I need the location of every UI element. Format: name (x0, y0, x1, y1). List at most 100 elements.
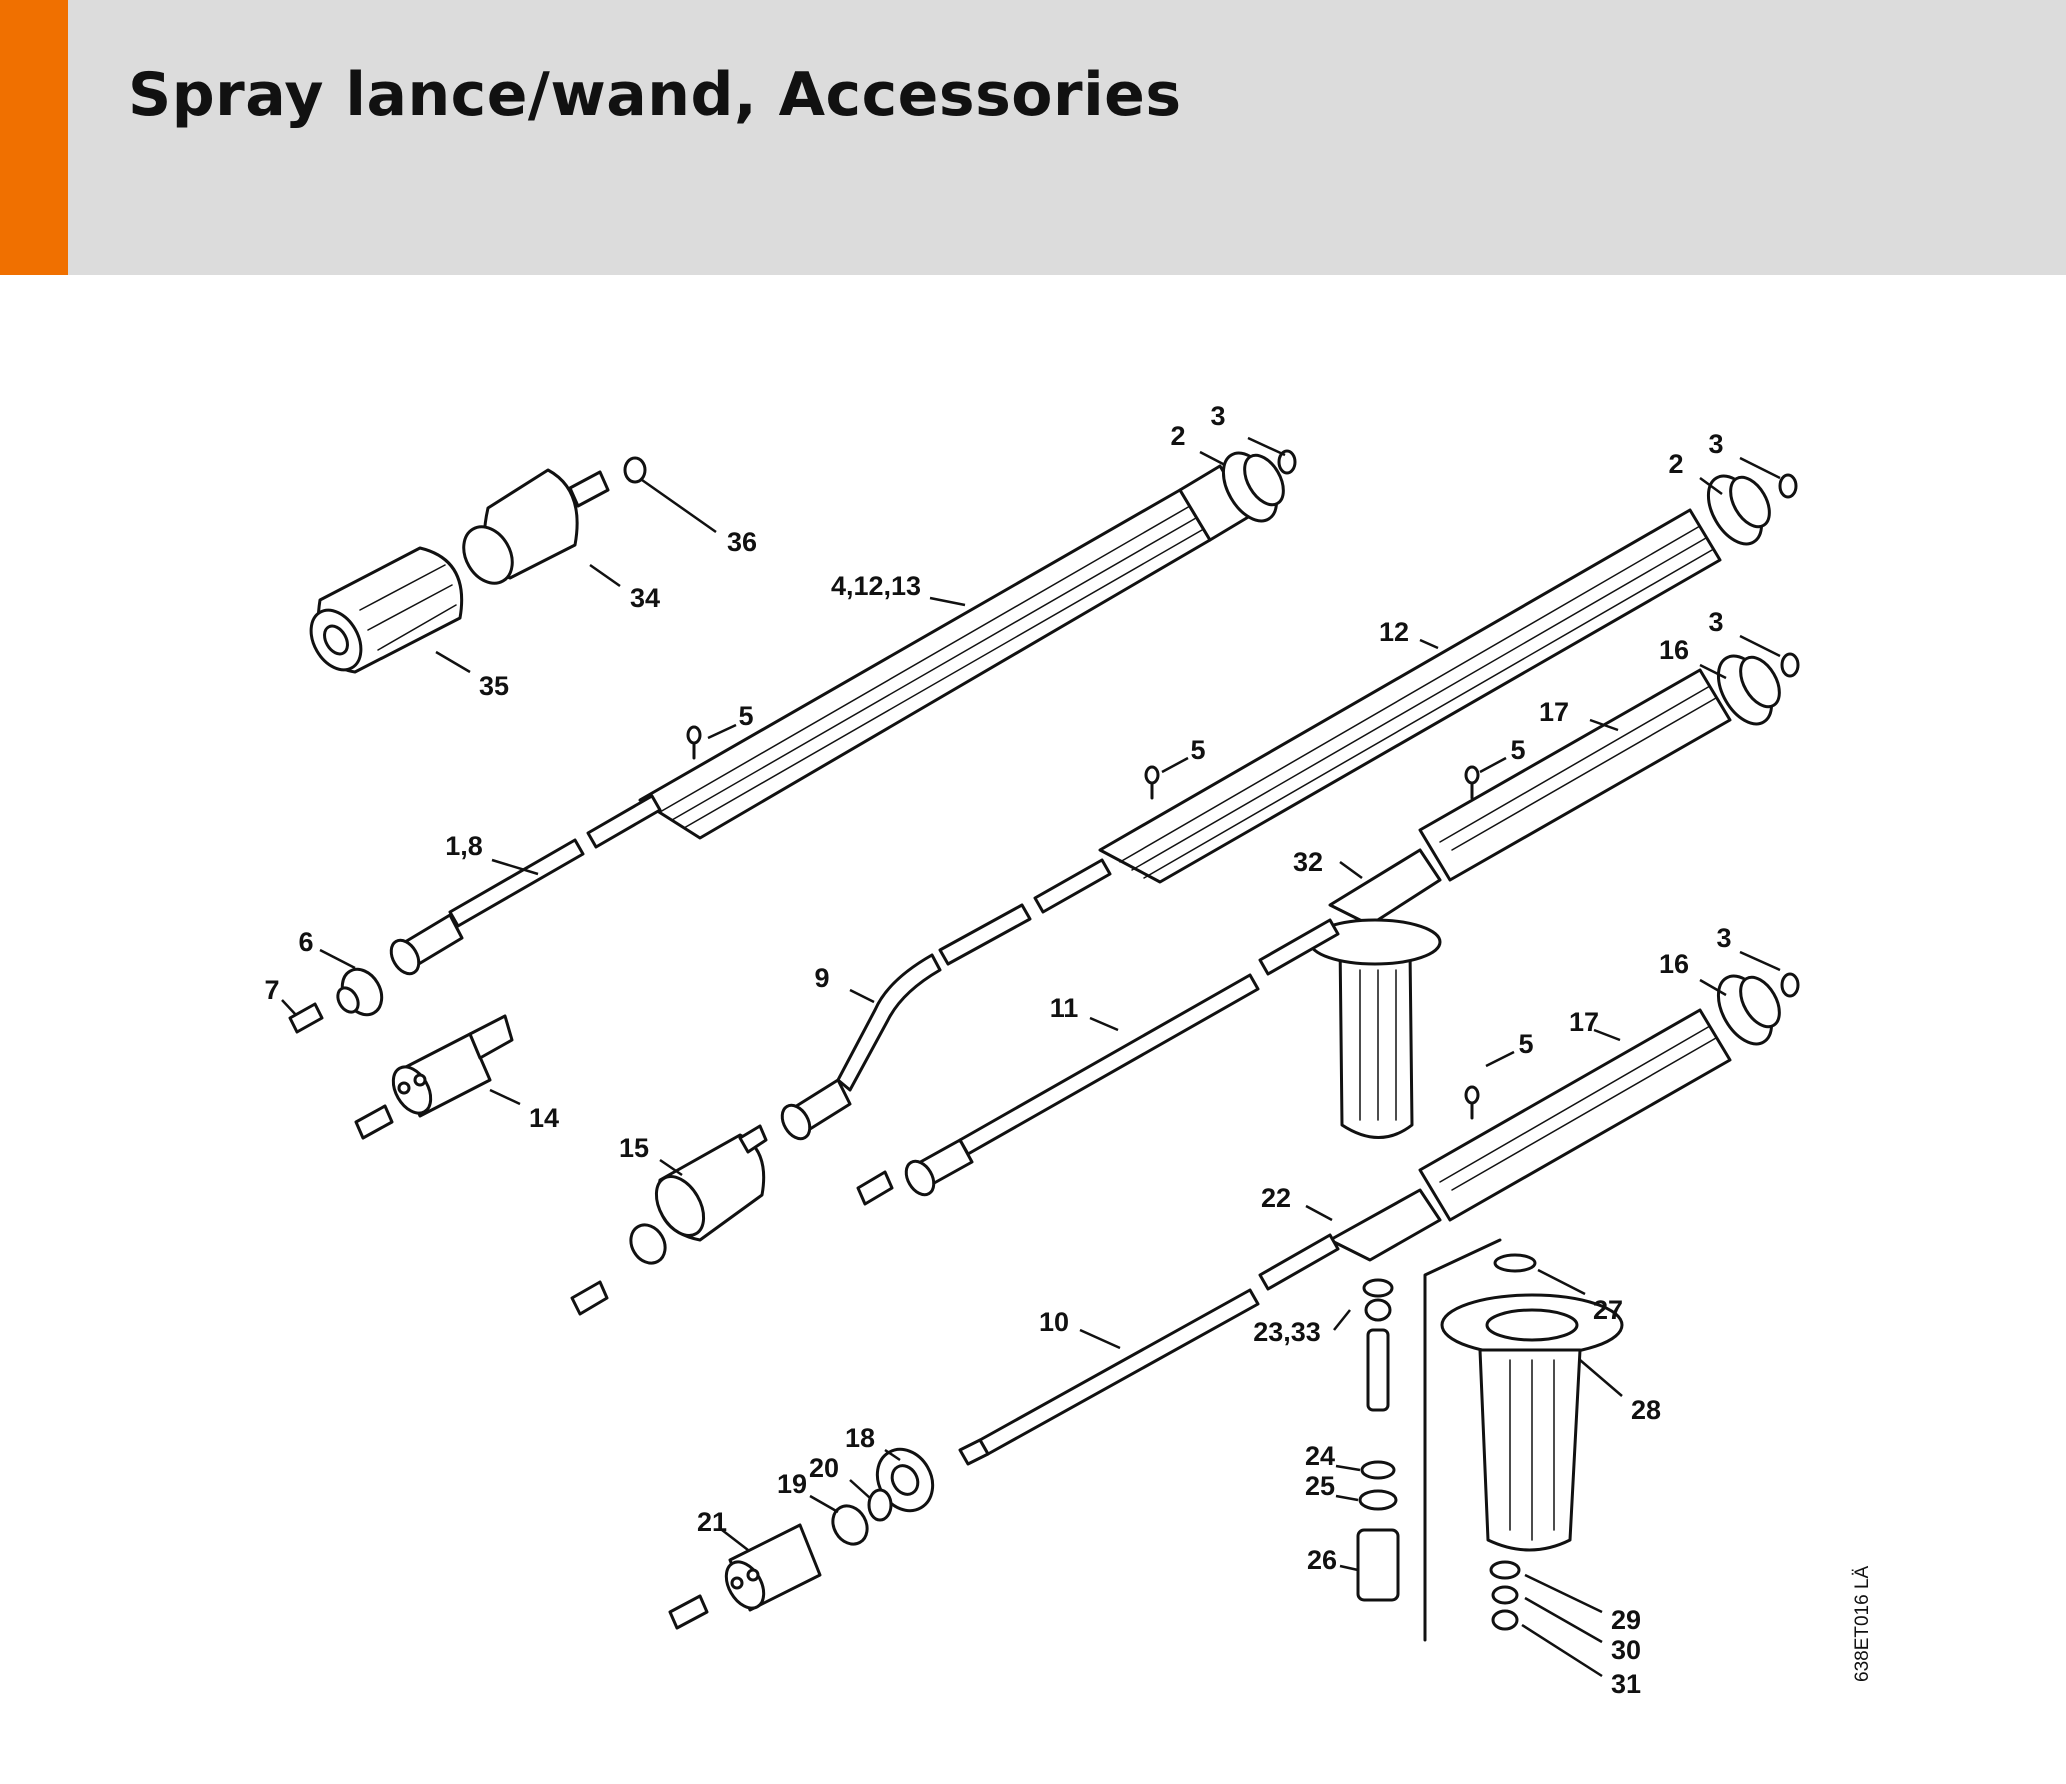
leader-line-p24 (1335, 1464, 1361, 1472)
o-ring-3 (1780, 972, 1800, 998)
part-label-p3a: 3 (1210, 401, 1225, 431)
leader-line-p23_33 (1333, 1309, 1351, 1331)
leader-line-p7 (281, 999, 297, 1016)
leader-line-p35 (435, 650, 471, 674)
washer-30 (1491, 1585, 1519, 1605)
lance-barrel (638, 488, 1212, 840)
part-label-p21: 21 (697, 1507, 727, 1537)
screw-5 (686, 725, 702, 745)
leader-line-p3c (1739, 634, 1781, 658)
lance-barrel (1418, 1008, 1732, 1222)
handle-27-clip (1493, 1253, 1537, 1273)
lance-tube-11 (1258, 918, 1340, 976)
screw-5 (1464, 765, 1480, 785)
leader-line-p18 (884, 1448, 901, 1462)
leader-line-p1_8 (491, 858, 539, 876)
tee-32 (1328, 848, 1442, 927)
leader-line-p5d (1485, 1050, 1515, 1068)
leader-line-p6 (319, 948, 356, 970)
grip-handle (1338, 935, 1414, 1139)
part-label-p29: 29 (1611, 1605, 1641, 1635)
part-label-p16b: 16 (1659, 949, 1689, 979)
o-ring-36 (623, 456, 647, 484)
leader-line-p2a (1199, 450, 1226, 467)
accent-bar (0, 0, 68, 275)
header-band (0, 0, 2066, 275)
screw-5 (1464, 1085, 1480, 1105)
part-label-p9: 9 (814, 963, 829, 993)
part-label-p31: 31 (1611, 1669, 1641, 1699)
leader-line-p34 (589, 563, 621, 588)
leader-line-p32 (1339, 860, 1363, 880)
o-ring-3 (1277, 449, 1297, 475)
part-label-p14: 14 (529, 1103, 559, 1133)
leader-line-p16a (1699, 663, 1727, 680)
part-label-p7: 7 (264, 975, 279, 1005)
leader-line-p10 (1079, 1328, 1121, 1350)
leader-line-p27 (1537, 1268, 1586, 1296)
part-label-p5a: 5 (738, 701, 753, 731)
leader-line-p26 (1339, 1564, 1359, 1572)
part-label-p1_8: 1,8 (445, 831, 483, 861)
leader-line-p22 (1305, 1204, 1333, 1222)
leader-line-p11 (1089, 1016, 1119, 1032)
lance-barrel (1418, 668, 1732, 882)
lance-tube (1033, 858, 1112, 914)
leader-line-p21 (721, 1529, 749, 1551)
leader-line-p3a (1247, 436, 1286, 457)
grip-handle-28 (1478, 1348, 1582, 1552)
o-ring-3 (1778, 473, 1798, 499)
part-label-p12: 12 (1379, 617, 1409, 647)
o-ring-25 (1358, 1489, 1398, 1511)
leader-line-p30 (1524, 1596, 1603, 1644)
leader-line-p16b (1699, 978, 1727, 997)
part-label-p22: 22 (1261, 1183, 1291, 1213)
lance-tube (586, 794, 662, 849)
part-label-p5d: 5 (1518, 1029, 1533, 1059)
part-label-p30: 30 (1611, 1635, 1641, 1665)
part-label-p5c: 5 (1510, 735, 1525, 765)
part-label-p28: 28 (1631, 1395, 1661, 1425)
washer-29 (1489, 1560, 1521, 1580)
nozzle-tip-7 (288, 1002, 324, 1034)
leader-line-p17a (1589, 718, 1619, 732)
nozzle-holder-15 (570, 1124, 768, 1316)
leader-line-p4_12_13 (929, 596, 966, 607)
part-label-p3b: 3 (1708, 429, 1723, 459)
drawing-code: 638ET016 LÄ (1852, 1565, 1873, 1682)
leader-line-p9 (849, 988, 875, 1004)
leader-line-p5c (1479, 756, 1507, 774)
ring-20 (867, 1488, 893, 1522)
leader-line-p2b (1699, 476, 1723, 496)
fitting-26 (1356, 1528, 1400, 1602)
part-label-p32: 32 (1293, 847, 1323, 877)
part-label-p23_33: 23,33 (1253, 1317, 1321, 1347)
part-label-p3d: 3 (1716, 923, 1731, 953)
lance-12-angled (780, 473, 1798, 1141)
washer-24 (1360, 1460, 1396, 1480)
leader-line-p36 (641, 478, 717, 534)
part-label-p26: 26 (1307, 1545, 1337, 1575)
part-label-p16a: 16 (1659, 635, 1689, 665)
part-label-p27: 27 (1593, 1295, 1623, 1325)
leader-line-p5b (1161, 756, 1189, 774)
dual-nozzle-fittings (668, 1438, 990, 1630)
part-label-p4_12_13: 4,12,13 (831, 571, 921, 601)
lance-tube-10 (1258, 1233, 1340, 1291)
part-label-p5b: 5 (1190, 735, 1205, 765)
part-label-p10: 10 (1039, 1307, 1069, 1337)
lance-17-handle-22 (978, 972, 1800, 1642)
part-label-p24: 24 (1305, 1441, 1335, 1471)
rotor-nozzle-assembly (309, 456, 647, 674)
lance-17-handle-32 (856, 652, 1800, 1206)
leader-line-p15 (659, 1158, 683, 1177)
part-label-p34: 34 (630, 583, 660, 613)
part-label-p6: 6 (298, 927, 313, 957)
o-ring-3 (1780, 652, 1800, 678)
part-label-p2a: 2 (1170, 421, 1185, 451)
leader-line-p25 (1335, 1494, 1359, 1502)
part-label-p36: 36 (727, 527, 757, 557)
leader-line-p28 (1579, 1359, 1623, 1397)
leader-line-p29 (1524, 1573, 1603, 1614)
